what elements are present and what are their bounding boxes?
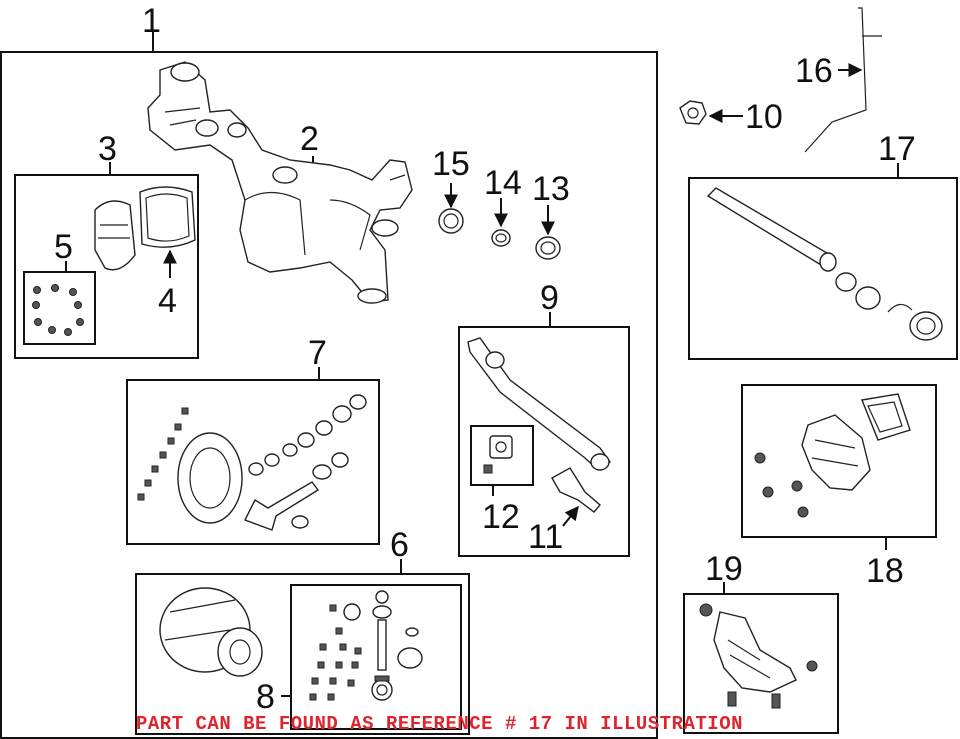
shaft-icon [706,187,943,341]
box-17-output-shaft [688,177,958,360]
seal-icon [248,394,367,480]
callout-2: 2 [300,120,319,158]
box-5-bolt-set [23,271,96,345]
box-18-actuator-kit [741,384,937,538]
callout-9: 9 [540,279,559,317]
callout-8: 8 [256,678,275,716]
bolt-icon [754,452,809,518]
callout-18: 18 [866,552,904,590]
callout-16: 16 [795,52,833,90]
callout-4: 4 [158,282,177,320]
callout-5: 5 [54,228,73,266]
callout-13: 13 [532,170,570,208]
callout-1: 1 [142,2,161,40]
ring-gear-icon [177,432,243,524]
vent-hose-icon [804,7,882,153]
box-3-cover-kit [14,174,199,359]
differential-case-icon [159,587,263,677]
shaft-icon [467,337,611,471]
u-joint-icon [483,435,513,474]
differential-gear-icon [343,590,423,701]
skid-plate-icon [713,611,797,693]
bolt-icon [309,604,362,701]
cover-icon [94,200,136,271]
seal-icon [438,208,561,260]
callout-6: 6 [390,526,409,564]
callout-11: 11 [528,518,563,556]
axle-housing-icon [147,61,413,304]
box-8-diff-internals [290,584,462,730]
callout-3: 3 [98,130,117,168]
callout-14: 14 [484,164,522,202]
box-12-u-joint [470,425,534,486]
nut-icon [679,100,707,125]
callout-7: 7 [308,334,327,372]
pinion-gear-icon [244,481,320,531]
bolt-icon [137,407,189,501]
bolt-icon [32,284,84,336]
main-assembly-frame [0,51,658,739]
reference-notice: PART CAN BE FOUND AS REFERENCE # 17 IN I… [136,713,743,735]
callout-12: 12 [482,498,520,536]
box-9-axle-shaft [458,326,630,557]
bolt-icon [699,603,818,709]
box-19-skid-plate [683,593,839,734]
actuator-icon [801,393,911,491]
box-7-ring-pinion-kit [126,379,380,545]
callout-15: 15 [432,145,470,183]
box-6-differential [135,573,470,735]
callout-17: 17 [878,130,916,168]
shaft-icon [551,467,601,513]
callout-10: 10 [745,98,783,136]
callout-19: 19 [705,550,743,588]
gasket-icon [139,186,196,248]
